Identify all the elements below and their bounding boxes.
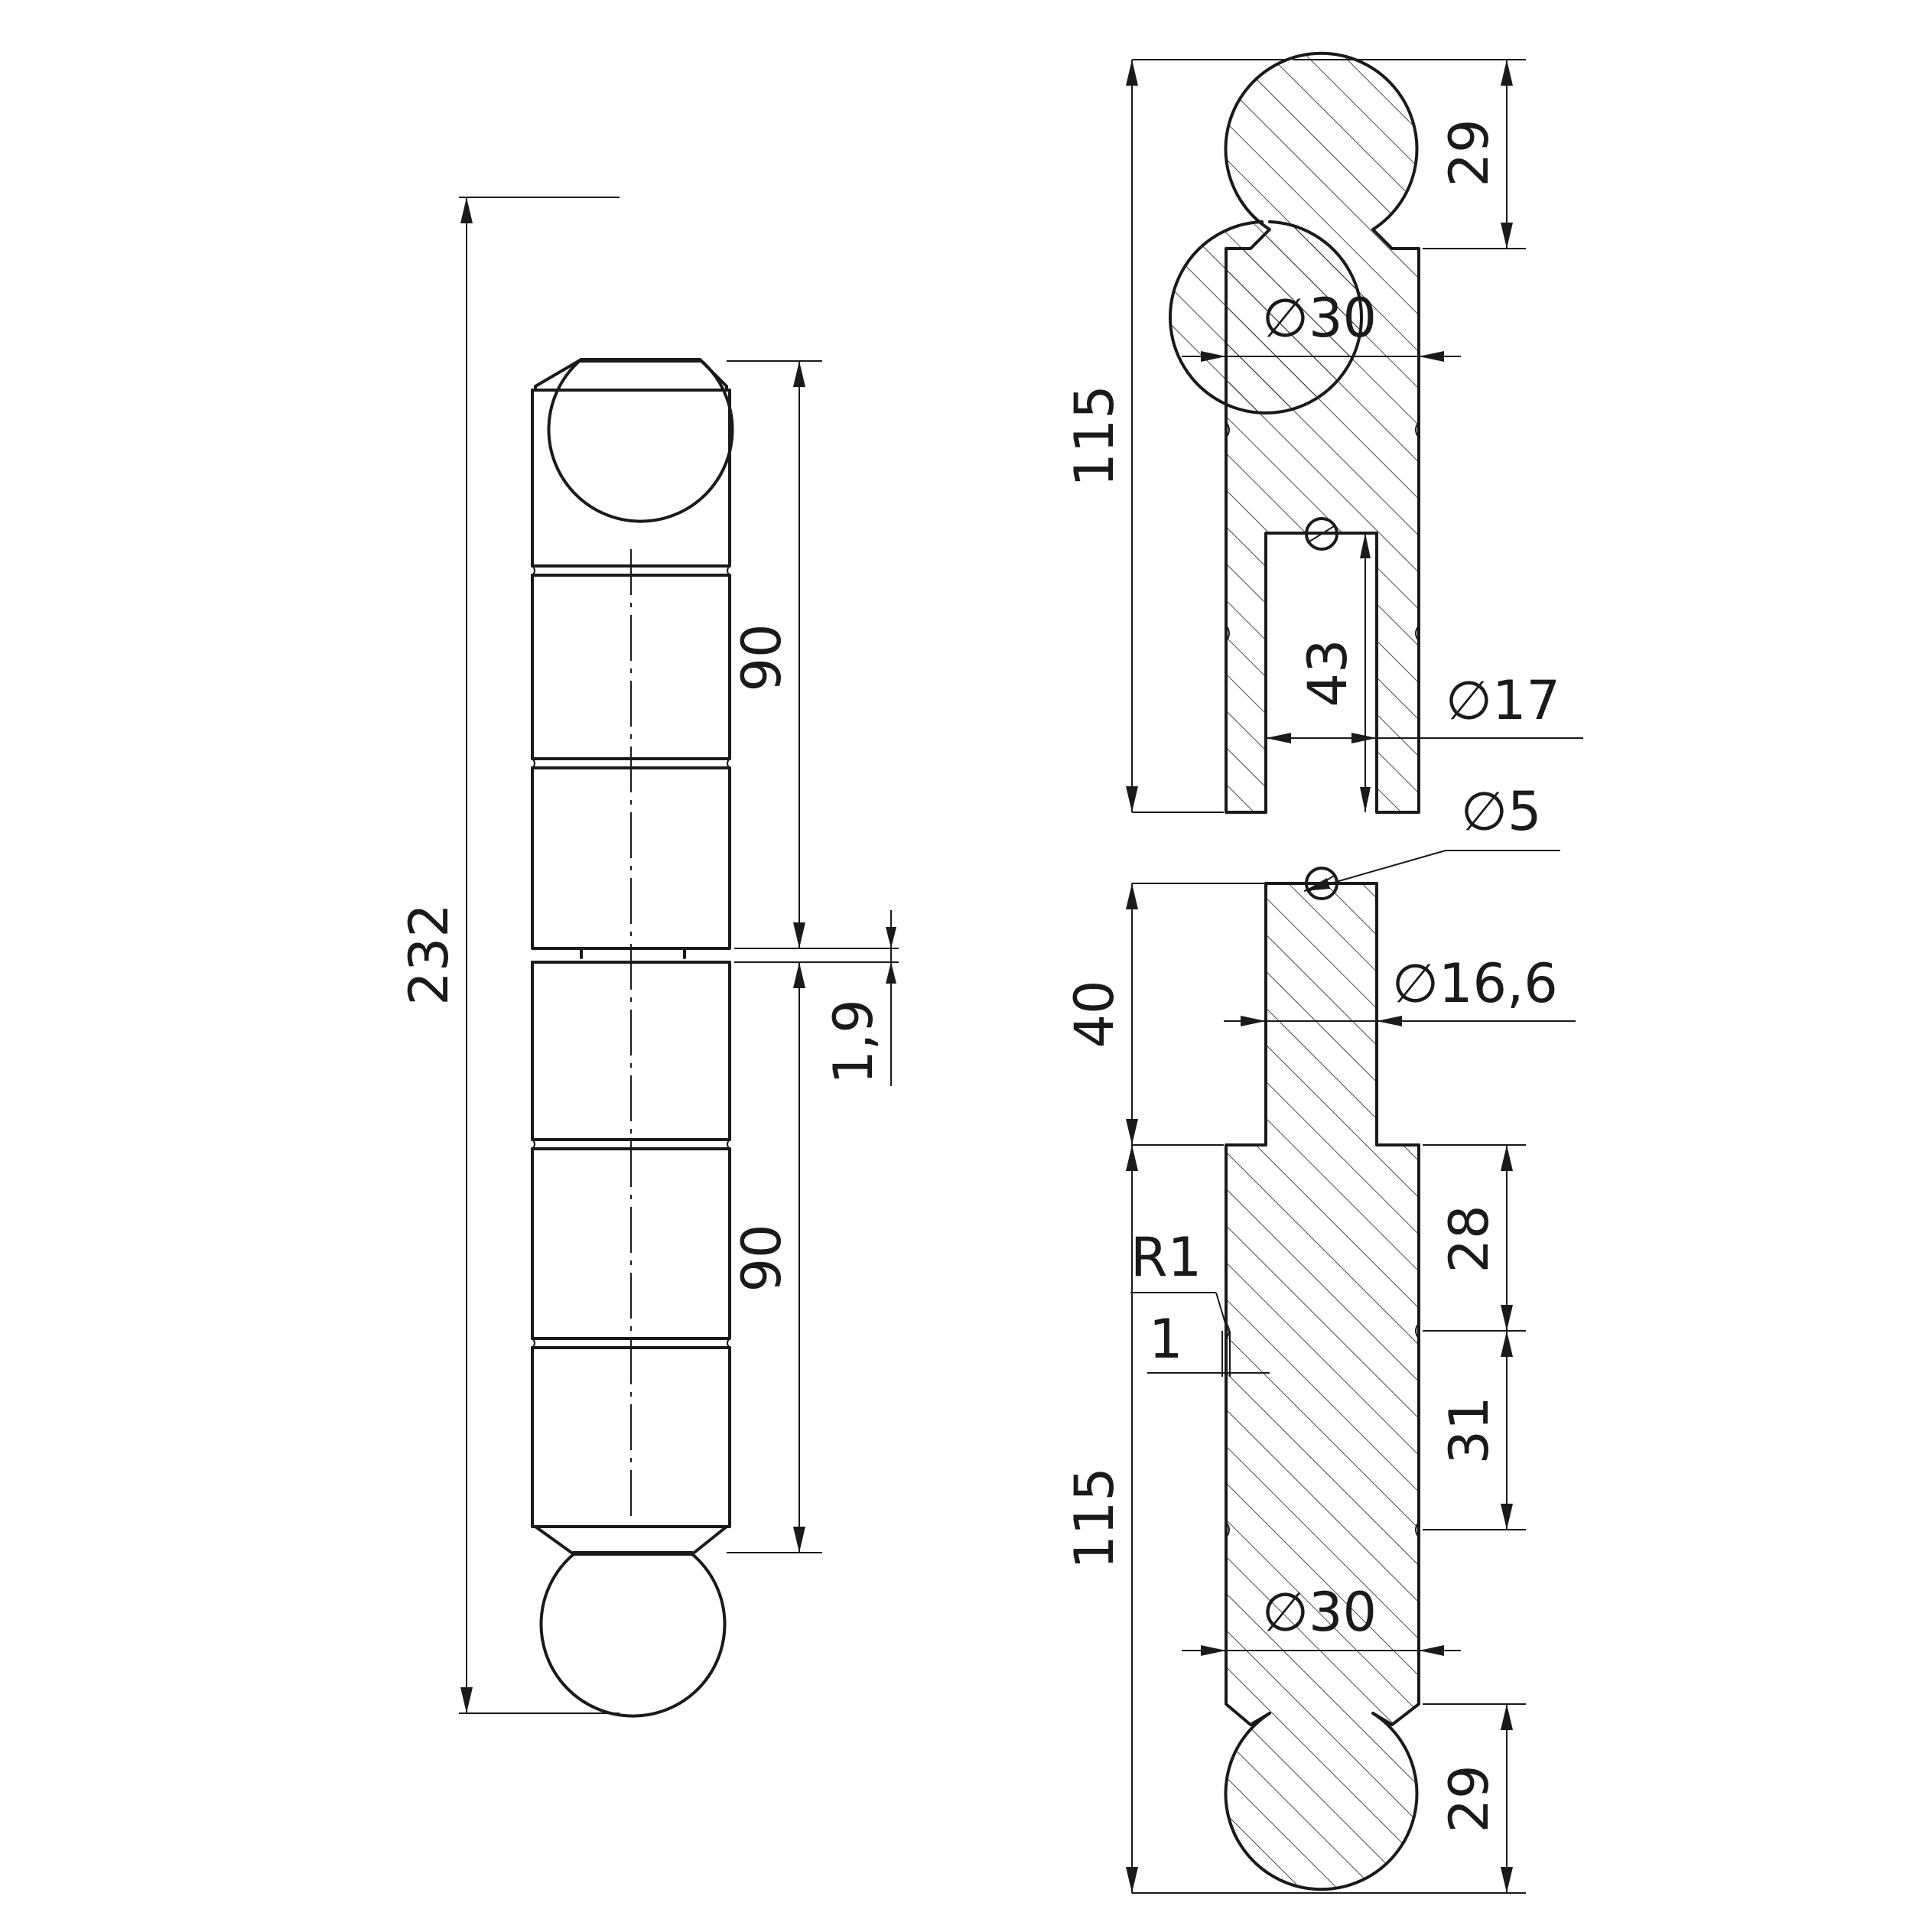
dim-bore-diameter: ∅17	[1266, 669, 1583, 743]
dim-upper-knuckles: 90	[727, 360, 822, 948]
dim-dia17-label: ∅17	[1446, 669, 1560, 732]
dim-pin-diameter: ∅5	[1303, 780, 1560, 892]
dim-90-lower-label: 90	[730, 1224, 793, 1292]
dim-115-upper-label: 115	[1063, 385, 1126, 487]
dim-43-label: 43	[1296, 639, 1359, 707]
dim-29-upper-label: 29	[1438, 119, 1501, 187]
dim-lower-length: 115	[1063, 1145, 1293, 1894]
dim-pin-length: 40	[1063, 883, 1266, 1146]
dim-232-label: 232	[398, 903, 460, 1006]
dim-bore-depth: 43	[1296, 532, 1377, 812]
dim-groove-spacings: 28 31	[1423, 1144, 1526, 1530]
dim-29-lower-label: 29	[1438, 1764, 1501, 1833]
dim-90-upper-label: 90	[730, 623, 793, 691]
dim-lower-diameter: ∅30	[1182, 1581, 1461, 1656]
dim-upper-ball: 29	[1293, 59, 1526, 249]
dim-lower-knuckles: 90	[727, 962, 822, 1553]
dim-upper-diameter: ∅30	[1182, 287, 1461, 362]
dim-lower-ball: 29	[1293, 1703, 1526, 1894]
dim-upper-length: 115	[1063, 59, 1285, 813]
upper-leaf-section: 115 29 ∅30 43	[1063, 51, 1583, 814]
dim-dia30-lower-label: ∅30	[1262, 1581, 1377, 1644]
dim-overall-length: 232	[398, 197, 620, 1714]
lower-leaf-section: ∅5 40 ∅16,6 115	[1063, 780, 1576, 1894]
dim-28-label: 28	[1438, 1205, 1501, 1273]
dim-31-label: 31	[1438, 1396, 1501, 1464]
dim-pin-shaft-diameter: ∅16,6	[1224, 952, 1576, 1026]
dim-115-lower-label: 115	[1063, 1467, 1126, 1569]
assembled-hinge-view: 232 90 1,9 90	[398, 197, 899, 1718]
dim-gap-label: 1,9	[822, 999, 885, 1084]
dim-dia5-label: ∅5	[1461, 780, 1542, 843]
dim-40-label: 40	[1063, 980, 1126, 1048]
top-ball-finial	[547, 358, 734, 523]
dim-gap: 1,9	[734, 910, 899, 1086]
dim-dia30-upper-label: ∅30	[1262, 287, 1377, 350]
bottom-ball-finial	[539, 1553, 727, 1718]
dim-1-label: 1	[1149, 1308, 1183, 1371]
dim-R1-label: R1	[1130, 1226, 1202, 1289]
lower-leaf-body	[1224, 882, 1420, 1891]
dim-groove-detail: R1 1	[1130, 1226, 1270, 1377]
dim-dia16-6-label: ∅16,6	[1392, 952, 1558, 1015]
bottom-neck	[534, 1525, 728, 1556]
top-neck	[534, 358, 728, 392]
